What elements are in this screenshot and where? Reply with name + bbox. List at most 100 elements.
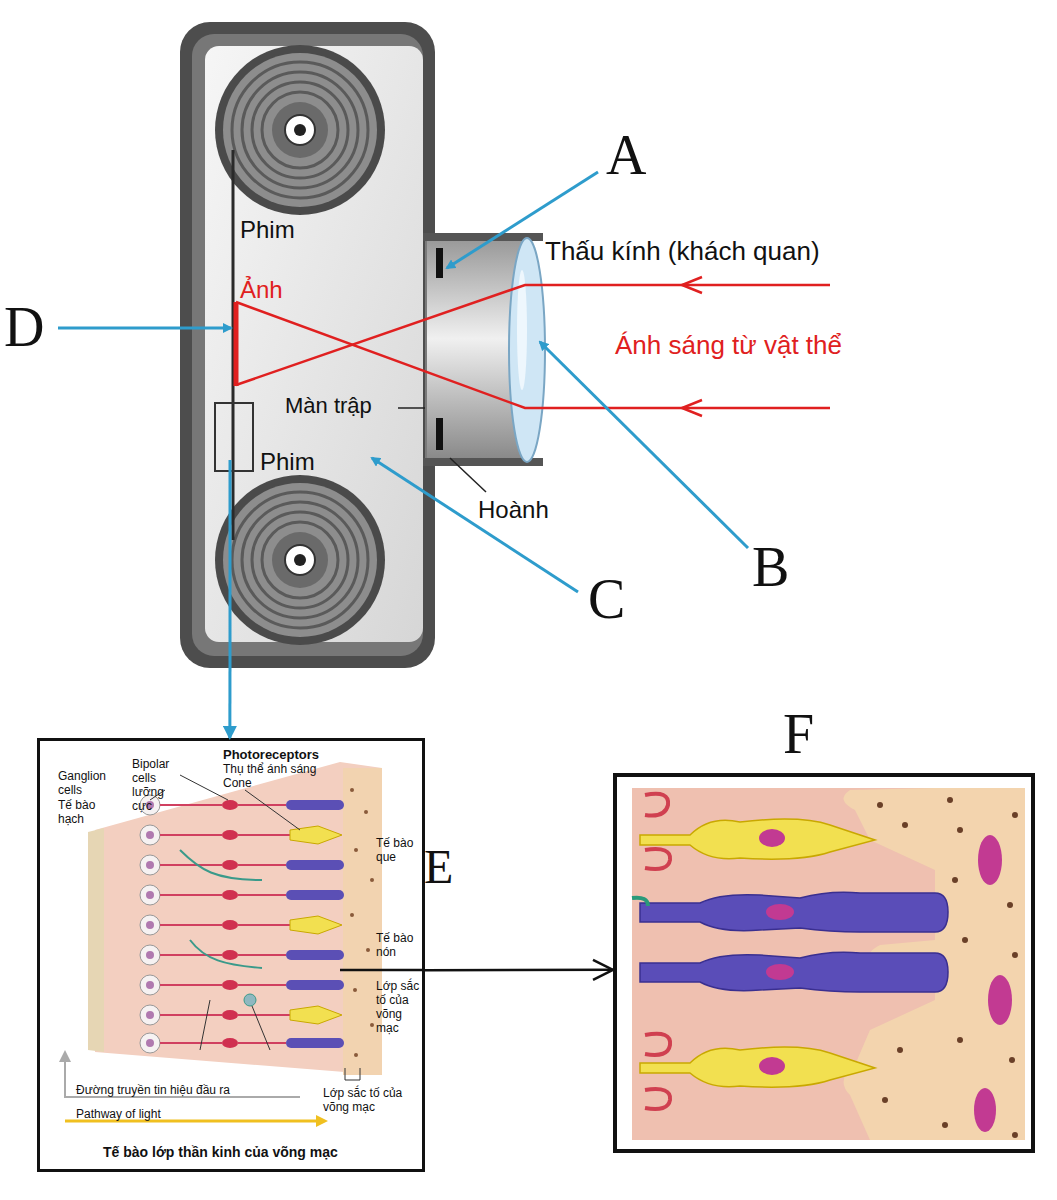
- part-label: Ánh sáng từ vật thể: [615, 330, 842, 361]
- film-reel: [215, 475, 385, 645]
- pigment-dot: [897, 1047, 903, 1053]
- rod-cell: [640, 892, 948, 932]
- pigment-nucleus: [988, 975, 1012, 1025]
- cell-label: lưỡng cực: [132, 785, 184, 813]
- retina-row: [140, 885, 344, 905]
- retina-panel: Ganglion cellsTế bào hạch Bipolar cellslư…: [37, 738, 425, 1172]
- pigment-dot: [366, 948, 370, 952]
- nerve-fibre: [160, 894, 222, 896]
- diaphragm-blade: [436, 418, 443, 450]
- film-reel: [223, 53, 377, 207]
- nerve-fibre: [160, 984, 222, 986]
- reel-hub: [294, 124, 306, 136]
- reel-hub: [285, 545, 315, 575]
- reel-hub: [294, 554, 306, 566]
- zoom-panel: F: [613, 773, 1035, 1153]
- callout-letter: A: [606, 124, 646, 186]
- pigment-dot: [957, 1037, 963, 1043]
- cell-nucleus: [146, 891, 154, 899]
- synapse: [632, 898, 648, 906]
- camera-chamber: [205, 46, 423, 642]
- rod-cell: [286, 950, 344, 960]
- pigment-dot: [370, 878, 374, 882]
- ganglion-cell: [140, 975, 160, 995]
- reel-ring: [262, 522, 338, 598]
- bipolar-cell: [222, 860, 238, 870]
- lens: [509, 238, 545, 462]
- pigment-dot: [350, 913, 354, 917]
- signal-arrow: [65, 1060, 300, 1097]
- pigment-dot: [354, 1053, 358, 1057]
- ray-arrow: [682, 277, 702, 293]
- callout-letter: B: [752, 536, 789, 598]
- cell-nucleus: [759, 1057, 785, 1075]
- nerve-fibre: [160, 1014, 222, 1016]
- panel-letter: F: [783, 703, 814, 765]
- synapse: [645, 1034, 670, 1055]
- pigment-nucleus: [974, 1088, 996, 1132]
- leader-line: [245, 790, 300, 830]
- reel-hub: [285, 115, 315, 145]
- ganglion-cell: [140, 915, 160, 935]
- leader-line: [200, 1000, 210, 1050]
- callout-letter: C: [588, 568, 625, 630]
- nerve-fibre: [238, 834, 290, 836]
- signal-arrow-head: [59, 1050, 71, 1062]
- reel-ring: [242, 502, 358, 618]
- pigment-dot: [370, 1023, 374, 1027]
- bipolar-cell: [222, 830, 238, 840]
- rod-cell: [640, 952, 948, 992]
- callout-arrow: [58, 327, 231, 330]
- cell-label: Bipolar cells: [132, 757, 184, 785]
- cell-label: Thụ thể ánh sáng: [223, 762, 316, 776]
- cell-nucleus: [766, 904, 794, 920]
- leader-line: [252, 1006, 270, 1050]
- panel-letter: E: [424, 841, 453, 893]
- cell-label: Tế bào hạch: [58, 798, 120, 826]
- pigment-dot: [1009, 1057, 1015, 1063]
- pigment-dot: [882, 1097, 888, 1103]
- rod-cell: [286, 860, 344, 870]
- film-reel: [223, 483, 377, 637]
- reel-ring: [232, 492, 368, 628]
- pointer-arrow: [228, 668, 231, 738]
- pigment-dot: [354, 848, 358, 852]
- nerve-fibre: [238, 894, 286, 896]
- pigment-dot: [952, 877, 958, 883]
- reel-ring: [252, 82, 348, 178]
- cell-nucleus: [766, 964, 794, 980]
- camera-body-box: PhimẢnhMàn trậpPhim: [180, 22, 435, 668]
- camera-body: [180, 22, 435, 668]
- nerve-fibre: [160, 954, 222, 956]
- cell-label: Ganglion cells: [58, 769, 120, 797]
- nerve-fibre: [160, 804, 222, 806]
- ganglion-cell: [140, 885, 160, 905]
- bipolar-cell: [222, 920, 238, 930]
- reel-ring: [252, 512, 348, 608]
- pigment-dot: [1012, 952, 1018, 958]
- zoom-arrow: [425, 969, 613, 972]
- ganglion-cell: [140, 825, 160, 845]
- tube-edge: [425, 241, 427, 458]
- bipolar-cell: [222, 1038, 238, 1048]
- cell-label: Tế bào que: [376, 836, 424, 864]
- pigment-epithelium: [935, 788, 1025, 1140]
- rod-cell: [286, 890, 344, 900]
- retina-tissue: [95, 762, 382, 1075]
- ganglion-cell: [140, 1005, 160, 1025]
- callout-arrow: [540, 342, 748, 548]
- part-label: Ảnh: [240, 275, 283, 304]
- pathway-label: Pathway of light: [76, 1107, 161, 1121]
- ganglion-cell: [140, 1033, 160, 1053]
- leader-line: [398, 407, 425, 409]
- cell-label: Cone: [223, 776, 252, 790]
- synapse: [645, 1089, 670, 1109]
- cone-cell: [640, 819, 875, 859]
- nerve-fibre: [160, 834, 222, 836]
- rod-cell: [286, 1038, 344, 1048]
- pigment-dot: [962, 937, 968, 943]
- retina-row: [140, 795, 344, 815]
- bipolar-cell: [222, 800, 238, 810]
- cone-cell: [640, 1047, 875, 1087]
